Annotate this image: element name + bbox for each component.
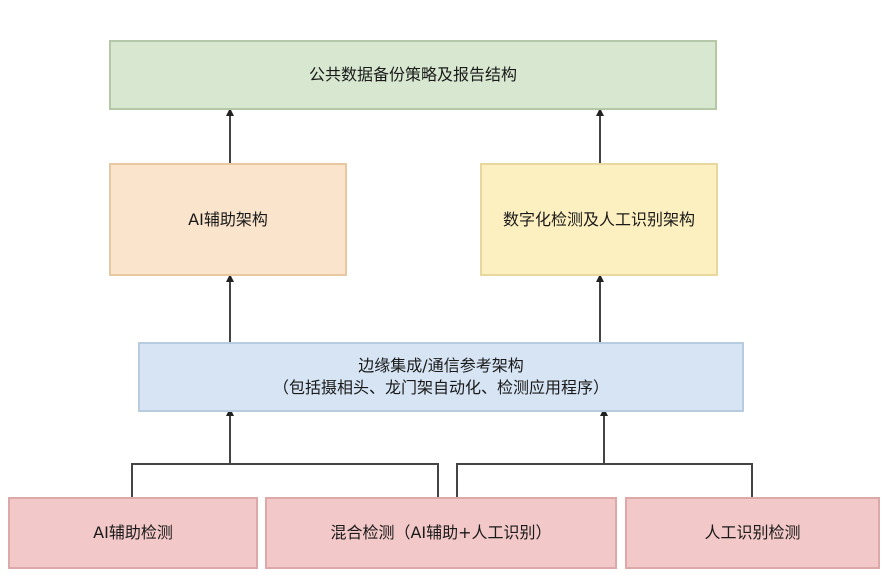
edge-integration-subtitle: （包括摄相头、龙门架自动化、检测应用程序）: [272, 378, 609, 397]
connector-mix-left: [230, 463, 439, 497]
ai-assist-architecture-box: AI辅助架构: [109, 163, 347, 276]
backup-strategy-label: 公共数据备份策略及报告结构: [308, 65, 517, 84]
edge-integration-box: 边缘集成/通信参考架构 （包括摄相头、龙门架自动化、检测应用程序）: [138, 342, 744, 412]
digital-inspection-architecture-label: 数字化检测及人工识别架构: [502, 209, 695, 229]
connector-left-branch: [131, 408, 234, 497]
hybrid-detection-label: 混合检测（AI辅助+人工识别）: [330, 523, 552, 542]
ai-assist-architecture-label: AI辅助架构: [188, 209, 268, 229]
edge-integration-title: 边缘集成/通信参考架构: [358, 356, 524, 375]
manual-detection-label: 人工识别检测: [704, 523, 801, 542]
hybrid-detection-box: 混合检测（AI辅助+人工识别）: [265, 497, 617, 569]
backup-strategy-box: 公共数据备份策略及报告结构: [109, 40, 717, 110]
ai-assisted-detection-label: AI辅助检测: [93, 523, 173, 542]
connector-mix-right: [456, 463, 604, 497]
connector-right-branch: [600, 408, 753, 497]
digital-inspection-architecture-box: 数字化检测及人工识别架构: [480, 163, 718, 276]
manual-detection-box: 人工识别检测: [625, 497, 880, 569]
ai-assisted-detection-box: AI辅助检测: [8, 497, 258, 569]
